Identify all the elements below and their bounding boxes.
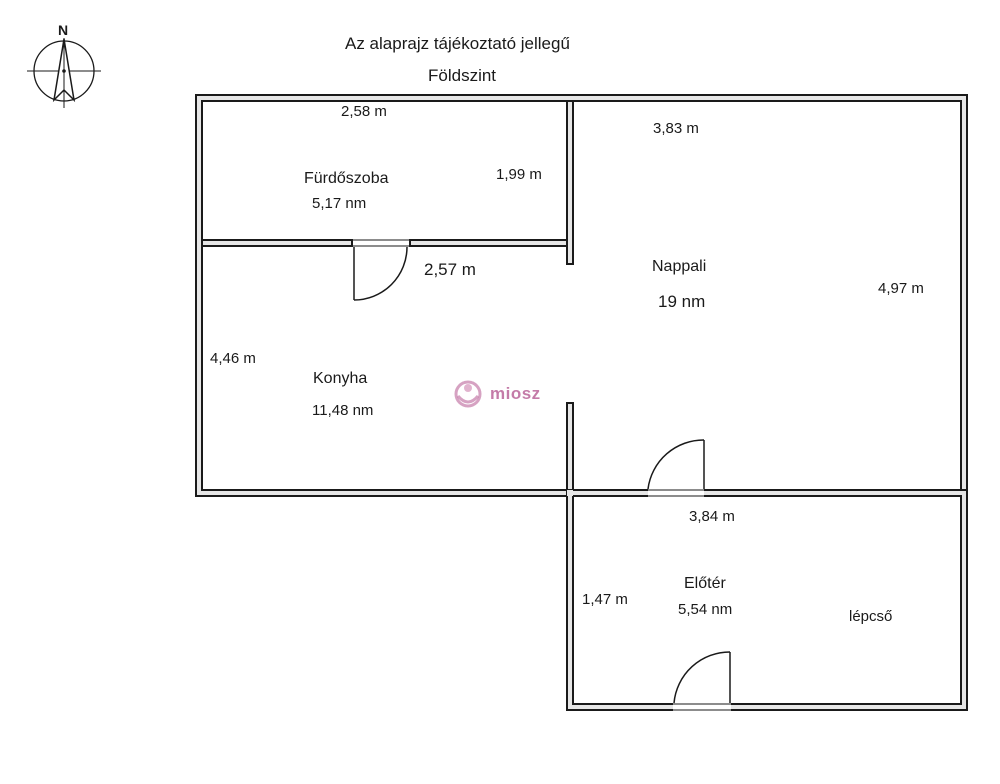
bathroom-width: 2,58 m xyxy=(341,103,387,120)
compass-north-label: N xyxy=(58,22,69,38)
door-swings xyxy=(353,246,731,704)
watermark-logo-icon xyxy=(454,380,482,408)
bathroom-name: Fürdőszoba xyxy=(304,170,389,187)
living-depth: 4,97 m xyxy=(878,280,924,297)
kitchen-name: Konyha xyxy=(313,370,368,387)
hall-depth: 1,47 m xyxy=(582,591,628,608)
plan-disclaimer: Az alaprajz tájékoztató jellegű xyxy=(345,34,570,53)
kitchen-depth: 4,46 m xyxy=(210,350,256,367)
bathroom-area: 5,17 nm xyxy=(312,195,367,212)
kitchen-width: 2,57 m xyxy=(424,260,476,279)
door-openings xyxy=(353,239,731,711)
hall-width: 3,84 m xyxy=(689,508,735,525)
kitchen-area: 11,48 nm xyxy=(312,402,374,419)
floor-label: Földszint xyxy=(428,66,497,85)
watermark-text: miosz xyxy=(490,384,541,403)
walls xyxy=(195,94,968,711)
bathroom-depth: 1,99 m xyxy=(496,166,542,183)
hall-area: 5,54 nm xyxy=(678,601,733,618)
living-name: Nappali xyxy=(652,258,707,275)
stairs-label: lépcső xyxy=(849,608,893,625)
living-area: 19 nm xyxy=(658,292,706,311)
compass xyxy=(27,38,101,108)
hall-name: Előtér xyxy=(684,575,726,592)
living-width: 3,83 m xyxy=(653,120,699,137)
